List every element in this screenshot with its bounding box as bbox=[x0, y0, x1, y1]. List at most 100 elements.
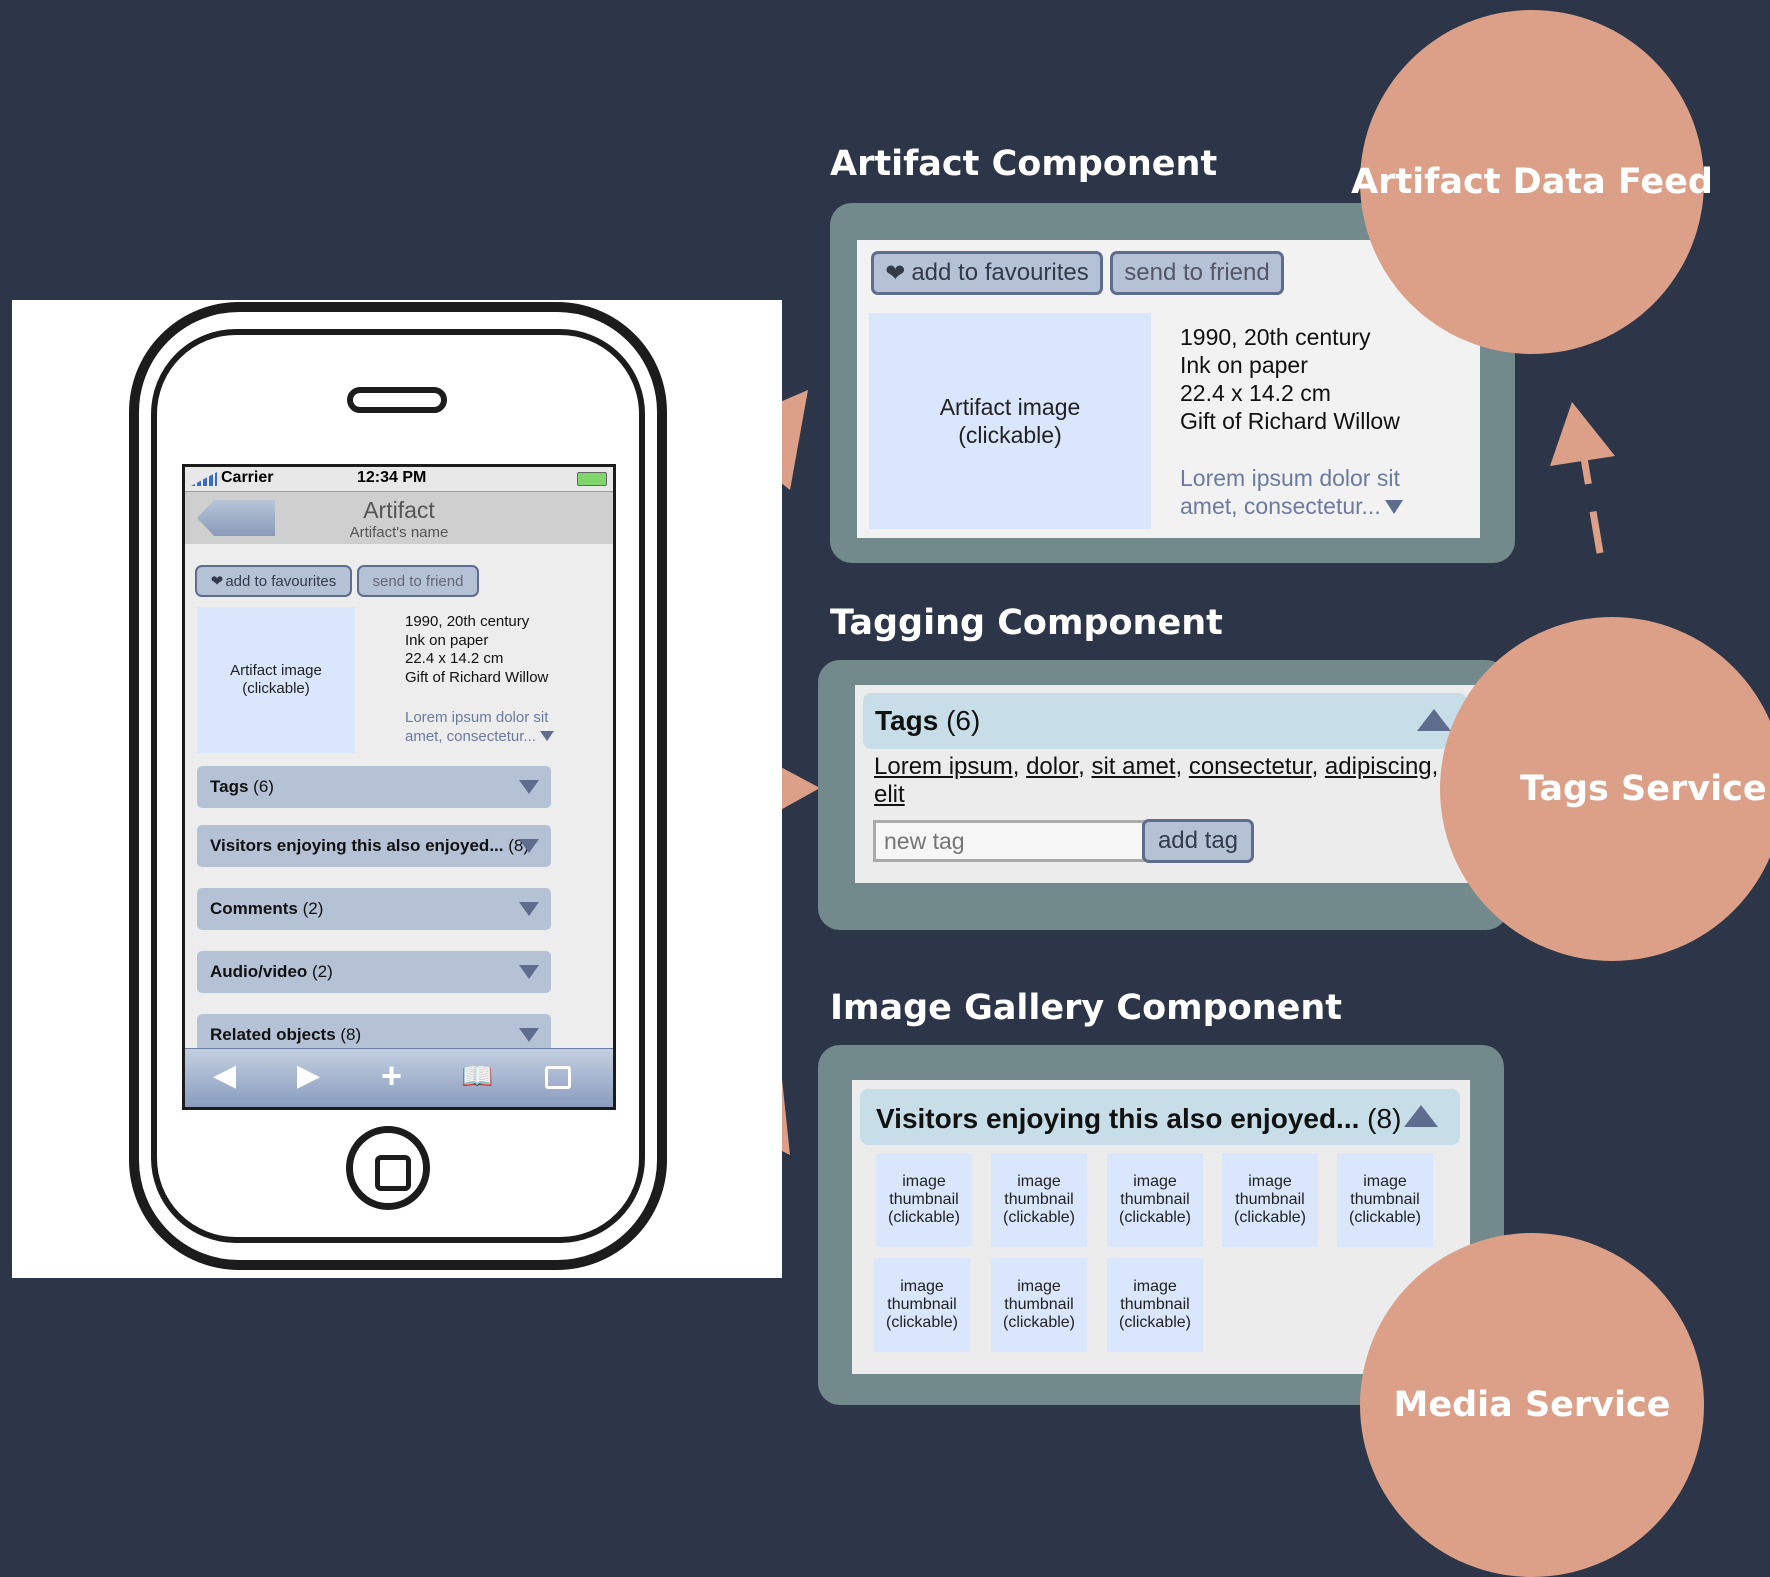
battery-icon bbox=[577, 472, 607, 486]
send-to-friend-button[interactable]: send to friend bbox=[357, 565, 479, 597]
chevron-down-icon bbox=[519, 902, 539, 916]
carrier-label: Carrier bbox=[221, 469, 274, 486]
artifact-meta: 1990, 20th century Ink on paper 22.4 x 1… bbox=[405, 613, 549, 686]
thumb-label: image thumbnail (clickable) bbox=[1233, 1173, 1306, 1226]
chevron-down-icon bbox=[519, 780, 539, 794]
pages-icon[interactable] bbox=[545, 1059, 571, 1093]
back-button[interactable] bbox=[197, 500, 275, 536]
description-text: Lorem ipsum dolor sit amet, consectetur.… bbox=[405, 709, 549, 745]
send-to-friend-button[interactable]: send to friend bbox=[1110, 251, 1284, 295]
forward-icon[interactable]: ▶ bbox=[297, 1059, 321, 1092]
image-thumbnail[interactable]: image thumbnail (clickable) bbox=[1337, 1153, 1433, 1247]
row-label: Related objects bbox=[210, 1025, 336, 1044]
chevron-down-icon bbox=[519, 965, 539, 979]
new-tag-input[interactable] bbox=[873, 820, 1145, 862]
service-label: Media Service bbox=[1393, 1385, 1671, 1425]
image-thumbnail[interactable]: image thumbnail (clickable) bbox=[991, 1153, 1087, 1247]
artifact-component-frame: ❤add to favourites send to friend Artifa… bbox=[830, 203, 1515, 563]
chevron-up-icon bbox=[1417, 709, 1451, 731]
phone-mockup-panel: Carrier 12:34 PM Artifact Artifact's nam… bbox=[12, 300, 782, 1278]
chevron-down-icon bbox=[519, 1028, 539, 1042]
tag-link[interactable]: elit bbox=[874, 781, 905, 808]
artifact-description[interactable]: Lorem ipsum dolor sit amet, consectetur.… bbox=[405, 709, 575, 746]
header-label: Visitors enjoying this also enjoyed... bbox=[876, 1103, 1360, 1134]
phone-body bbox=[129, 302, 667, 1270]
expand-icon bbox=[540, 730, 555, 741]
send-label: send to friend bbox=[372, 572, 464, 590]
gallery-header[interactable]: Visitors enjoying this also enjoyed... (… bbox=[860, 1089, 1460, 1145]
tag-link[interactable]: Lorem ipsum bbox=[874, 753, 1013, 780]
expand-icon bbox=[1384, 500, 1403, 514]
artifact-image[interactable]: Artifact image (clickable) bbox=[197, 607, 355, 753]
tags-service: Tags Service bbox=[1440, 617, 1770, 961]
thumb-label: image thumbnail (clickable) bbox=[1348, 1173, 1421, 1226]
media-service: Media Service bbox=[1360, 1233, 1704, 1577]
nav-subtitle: Artifact's name bbox=[349, 524, 449, 541]
thumb-label: image thumbnail (clickable) bbox=[1118, 1278, 1191, 1331]
status-bar: Carrier 12:34 PM bbox=[185, 467, 613, 492]
row-count: (2) bbox=[312, 962, 333, 981]
clock: 12:34 PM bbox=[357, 469, 427, 486]
header-label: Tags bbox=[875, 705, 939, 736]
heart-icon: ❤ bbox=[210, 573, 224, 590]
gallery-component-panel: Visitors enjoying this also enjoyed... (… bbox=[852, 1080, 1470, 1374]
home-button[interactable] bbox=[346, 1126, 430, 1210]
thumb-label: image thumbnail (clickable) bbox=[885, 1278, 958, 1331]
thumb-label: image thumbnail (clickable) bbox=[887, 1173, 960, 1226]
thumb-label: image thumbnail (clickable) bbox=[1002, 1278, 1075, 1331]
chevron-up-icon bbox=[1404, 1105, 1438, 1127]
tagging-component-panel: Tags (6) Lorem ipsum, dolor, sit amet, c… bbox=[855, 685, 1475, 883]
tagging-component-frame: Tags (6) Lorem ipsum, dolor, sit amet, c… bbox=[818, 660, 1508, 930]
thumb-label: image thumbnail (clickable) bbox=[1002, 1173, 1075, 1226]
tags-header[interactable]: Tags (6) bbox=[863, 693, 1467, 749]
description-line: amet, consectetur... bbox=[1180, 493, 1381, 519]
signal-icon bbox=[191, 472, 217, 486]
add-tag-button[interactable]: add tag bbox=[1142, 819, 1254, 863]
row-label: Tags bbox=[210, 777, 249, 796]
header-count: (6) bbox=[946, 705, 981, 736]
image-thumbnail[interactable]: image thumbnail (clickable) bbox=[874, 1258, 970, 1352]
dashed-arrow-to-artifact-feed bbox=[1579, 451, 1604, 554]
row-count: (8) bbox=[340, 1025, 362, 1044]
add-to-favourites-button[interactable]: ❤add to favourites bbox=[871, 251, 1103, 295]
artifact-meta: 1990, 20th century Ink on paper 22.4 x 1… bbox=[1180, 324, 1400, 434]
artifact-image[interactable]: Artifact image (clickable) bbox=[869, 313, 1151, 529]
nav-bar: Artifact Artifact's name bbox=[185, 492, 613, 544]
add-icon[interactable]: + bbox=[381, 1055, 403, 1096]
row-count: (6) bbox=[253, 777, 274, 796]
image-thumbnail[interactable]: image thumbnail (clickable) bbox=[1222, 1153, 1318, 1247]
accordion-tags[interactable]: Tags (6) bbox=[197, 766, 551, 808]
tag-link[interactable]: dolor bbox=[1026, 753, 1079, 780]
service-label: Artifact Data Feed bbox=[1351, 162, 1713, 202]
tag-link[interactable]: consectetur bbox=[1188, 753, 1312, 780]
row-label: Audio/video bbox=[210, 962, 308, 981]
service-label: Tags Service bbox=[1520, 769, 1767, 809]
send-label: send to friend bbox=[1124, 259, 1270, 286]
row-label: Visitors enjoying this also enjoyed... bbox=[210, 836, 504, 855]
image-thumbnail[interactable]: image thumbnail (clickable) bbox=[1107, 1153, 1203, 1247]
tag-link[interactable]: sit amet bbox=[1091, 753, 1176, 780]
artifact-data-feed-service: Artifact Data Feed bbox=[1351, 10, 1713, 354]
accordion-visitors-also-enjoyed[interactable]: Visitors enjoying this also enjoyed... (… bbox=[197, 825, 551, 867]
tagging-component-title: Tagging Component bbox=[830, 603, 1223, 643]
nav-title: Artifact bbox=[363, 497, 435, 523]
artifact-component-panel: ❤add to favourites send to friend Artifa… bbox=[857, 240, 1480, 538]
image-thumbnail[interactable]: image thumbnail (clickable) bbox=[1107, 1258, 1203, 1352]
fav-label: add to favourites bbox=[911, 259, 1089, 286]
add-to-favourites-button[interactable]: ❤add to favourites bbox=[195, 565, 352, 597]
gallery-component-frame: Visitors enjoying this also enjoyed... (… bbox=[818, 1045, 1504, 1405]
arrowhead-artifact-feed bbox=[1550, 402, 1615, 466]
accordion-audio-video[interactable]: Audio/video (2) bbox=[197, 951, 551, 993]
image-thumbnail[interactable]: image thumbnail (clickable) bbox=[991, 1258, 1087, 1352]
back-icon[interactable]: ◀ bbox=[213, 1059, 237, 1092]
accordion-comments[interactable]: Comments (2) bbox=[197, 888, 551, 930]
browser-toolbar: ◀ ▶ + 📖 bbox=[185, 1048, 613, 1107]
speaker-icon bbox=[347, 387, 447, 413]
bookmarks-icon[interactable]: 📖 bbox=[461, 1061, 494, 1091]
image-thumbnail[interactable]: image thumbnail (clickable) bbox=[876, 1153, 972, 1247]
tag-link[interactable]: adipiscing bbox=[1324, 753, 1432, 780]
thumb-label: image thumbnail (clickable) bbox=[1118, 1173, 1191, 1226]
gallery-component-title: Image Gallery Component bbox=[830, 988, 1343, 1028]
description-line: Lorem ipsum dolor sit bbox=[1180, 465, 1400, 491]
artifact-description[interactable]: Lorem ipsum dolor sit amet, consectetur.… bbox=[1180, 464, 1403, 520]
